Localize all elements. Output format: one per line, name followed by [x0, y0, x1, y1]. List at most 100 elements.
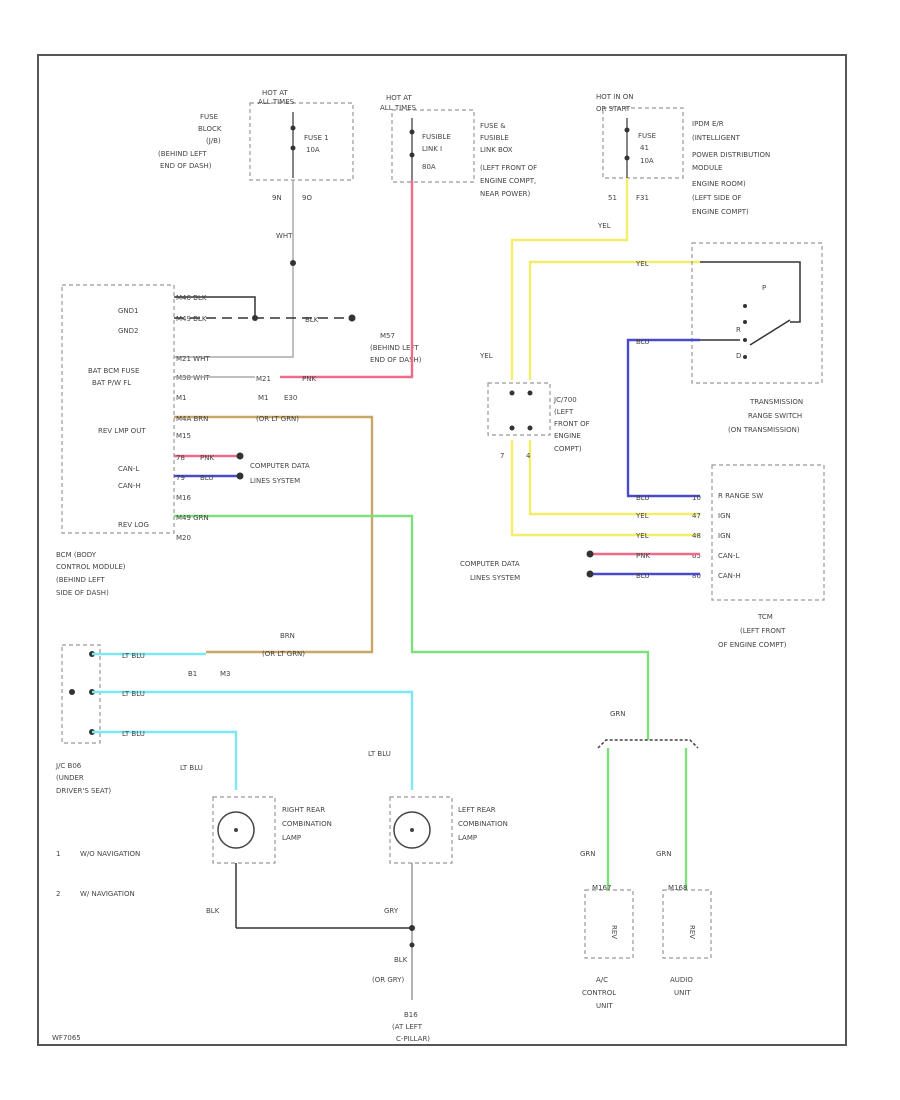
- bcm-pin-gnd2: GND2: [118, 327, 139, 335]
- tcm-wire-num-3: 48: [692, 532, 701, 540]
- bat-wire-code: M21 WHT: [176, 355, 210, 363]
- tcm-desc-3: OF ENGINE COMPT): [718, 641, 787, 649]
- bcm-wire-code-m16: M16: [176, 494, 191, 502]
- cdl-joint-icon-2: [236, 472, 244, 480]
- tcm-cdl-joint-icon: [586, 550, 594, 558]
- fuse-block-2: HOT AT ALL TIMES FUSIBLE LINK I 80A FUSE…: [380, 94, 537, 198]
- jc-label-5: COMPT): [554, 445, 582, 453]
- jc-joint: JC/700 (LEFT FRONT OF ENGINE COMPT) 7 4: [487, 382, 590, 460]
- right-lamp-desc-2: COMBINATION: [282, 820, 332, 828]
- audio-pin-rev: REV: [688, 925, 696, 939]
- wire-label-blu: BLU: [636, 338, 649, 346]
- bcm-wire-code-m20: M20: [176, 534, 191, 542]
- bcm-wire-code-m15: M15: [176, 432, 191, 440]
- bat-wire-code-2: M38 WHT: [176, 374, 210, 382]
- wire-label-blk-gry: (OR GRY): [372, 976, 404, 984]
- wire-label-blk-2: BLK: [394, 956, 408, 964]
- fusible-link-label-2: LINK I: [422, 145, 442, 153]
- can-h-wire-color: BLU: [200, 474, 213, 482]
- bcm-pin-bat-pw: BAT P/W FL: [92, 379, 131, 387]
- switch-pin-r: R: [736, 326, 741, 334]
- ground-splice-icon-2: [409, 925, 415, 931]
- tcm-pin-can-h: CAN-H: [718, 572, 741, 580]
- fuse2-desc: FUSE &: [480, 122, 506, 130]
- bulb-icon-2: [393, 811, 431, 849]
- ground-joint-icon: [348, 314, 356, 322]
- fuse3-number: 41: [640, 144, 649, 152]
- ground-label: B16: [404, 1011, 418, 1019]
- ipdm-desc-5: ENGINE ROOM): [692, 180, 746, 188]
- cdl-label-bcm-2: LINES SYSTEM: [250, 477, 300, 485]
- wire-label-pnk-2: PNK: [636, 552, 650, 560]
- tcm-wire-num-4: 65: [692, 552, 701, 560]
- tcm-wire-num: 10: [692, 494, 701, 502]
- wire-yel-ign: [510, 178, 629, 380]
- wire-label-ltblu-2: LT BLU: [122, 690, 145, 698]
- bcm-pin-bat-fuse: BAT BCM FUSE: [88, 367, 139, 375]
- fuse1-desc-3: (J/B): [206, 137, 221, 145]
- jc-terminal-icon-4: [527, 425, 533, 431]
- fuse2-desc-4: (LEFT FRONT OF: [480, 164, 537, 172]
- note-number-2: 2: [56, 890, 60, 898]
- rev-wire-code: M4A BRN: [176, 415, 208, 423]
- joint-desc: M57: [380, 332, 395, 340]
- bcm-desc-4: SIDE OF DASH): [56, 589, 109, 597]
- switch-desc-3: (ON TRANSMISSION): [728, 426, 800, 434]
- tcm-pin-ign-2: IGN: [718, 532, 731, 540]
- wire-label-ltblu: LT BLU: [122, 652, 145, 660]
- switch-pin-p: P: [762, 284, 766, 292]
- tcm-desc-2: (LEFT FRONT: [740, 627, 786, 635]
- fuse2-terminal-icon-2: [409, 152, 415, 158]
- ac-label-2: CONTROL: [582, 989, 616, 997]
- wire-label-blk: BLK: [206, 907, 220, 915]
- fuse2-hot-label-2: ALL TIMES: [380, 104, 417, 112]
- jbox-splice-icon: [69, 689, 75, 695]
- bcm-pin-gnd1: GND1: [118, 307, 139, 315]
- tcm-wire-num-5: 80: [692, 572, 701, 580]
- wire-yel-switch: [528, 260, 700, 380]
- can-l-wire-color: PNK: [200, 454, 214, 462]
- wire-yel-ign-tcm: [510, 440, 700, 537]
- jbox-desc: J/C B06: [55, 762, 82, 770]
- tcm-box: R RANGE SW IGN IGN CAN-L CAN-H 10 47 48 …: [692, 464, 825, 649]
- fuse3-rating: 10A: [640, 157, 654, 165]
- switch-pos-icon-2: [743, 320, 747, 324]
- fuse2-desc-6: NEAR POWER): [480, 190, 530, 198]
- bcm-pin-can-l: CAN-L: [118, 465, 139, 473]
- bcm-pin-can-h: CAN-H: [118, 482, 141, 490]
- can-h-wire-num: 79: [176, 474, 185, 482]
- wire-label-brn-2: (OR LT GRN): [262, 650, 305, 658]
- fuse1-hot-label: HOT AT: [262, 89, 289, 97]
- wire-pink-power: [280, 180, 414, 379]
- ac-control-unit: M167 REV A/C CONTROL UNIT: [582, 884, 634, 1010]
- wire-label-ltblu-4: LT BLU: [180, 764, 203, 772]
- wire-yel-switch-tcm: [528, 440, 700, 516]
- ipdm-desc-4: MODULE: [692, 164, 722, 172]
- tcm-pin-range-sw: R RANGE SW: [718, 492, 763, 500]
- switch-desc-2: RANGE SWITCH: [748, 412, 802, 420]
- bcm-desc-2: CONTROL MODULE): [56, 563, 126, 571]
- can-l-wire-num: 78: [176, 454, 185, 462]
- bcm-sub-pin-4: E30: [284, 394, 297, 402]
- fuse1-label: FUSE 1: [304, 134, 329, 142]
- joint-desc-3: END OF DASH): [370, 356, 422, 364]
- transmission-range-switch: P R D TRANSMISSION RANGE SWITCH (ON TRAN…: [691, 242, 823, 434]
- jc-pin-2: 4: [526, 452, 531, 460]
- gnd-wire-code: M46 BLK: [176, 294, 207, 302]
- fusible-link-rating: 80A: [422, 163, 436, 171]
- right-lamp-desc-3: LAMP: [282, 834, 301, 842]
- left-lamp-desc-2: COMBINATION: [458, 820, 508, 828]
- fuse2-desc-5: ENGINE COMPT,: [480, 177, 536, 185]
- jc-label-3: FRONT OF: [554, 420, 590, 428]
- wire-ltblu-2: [92, 690, 414, 790]
- ipdm-pin-2: F31: [636, 194, 649, 202]
- wire-label-blk-joint: BLK: [305, 316, 319, 324]
- jc-terminal-icon-2: [527, 390, 533, 396]
- jc-pin: 7: [500, 452, 504, 460]
- wire-label-grn-3: GRN: [656, 850, 672, 858]
- rev-wire-color: (OR LT GRN): [256, 415, 299, 423]
- ac-pin: M167: [592, 884, 611, 892]
- wire-label-yel-3: YEL: [479, 352, 493, 360]
- jc-terminal-icon-3: [509, 425, 515, 431]
- left-rear-lamp: LEFT REAR COMBINATION LAMP: [389, 796, 508, 864]
